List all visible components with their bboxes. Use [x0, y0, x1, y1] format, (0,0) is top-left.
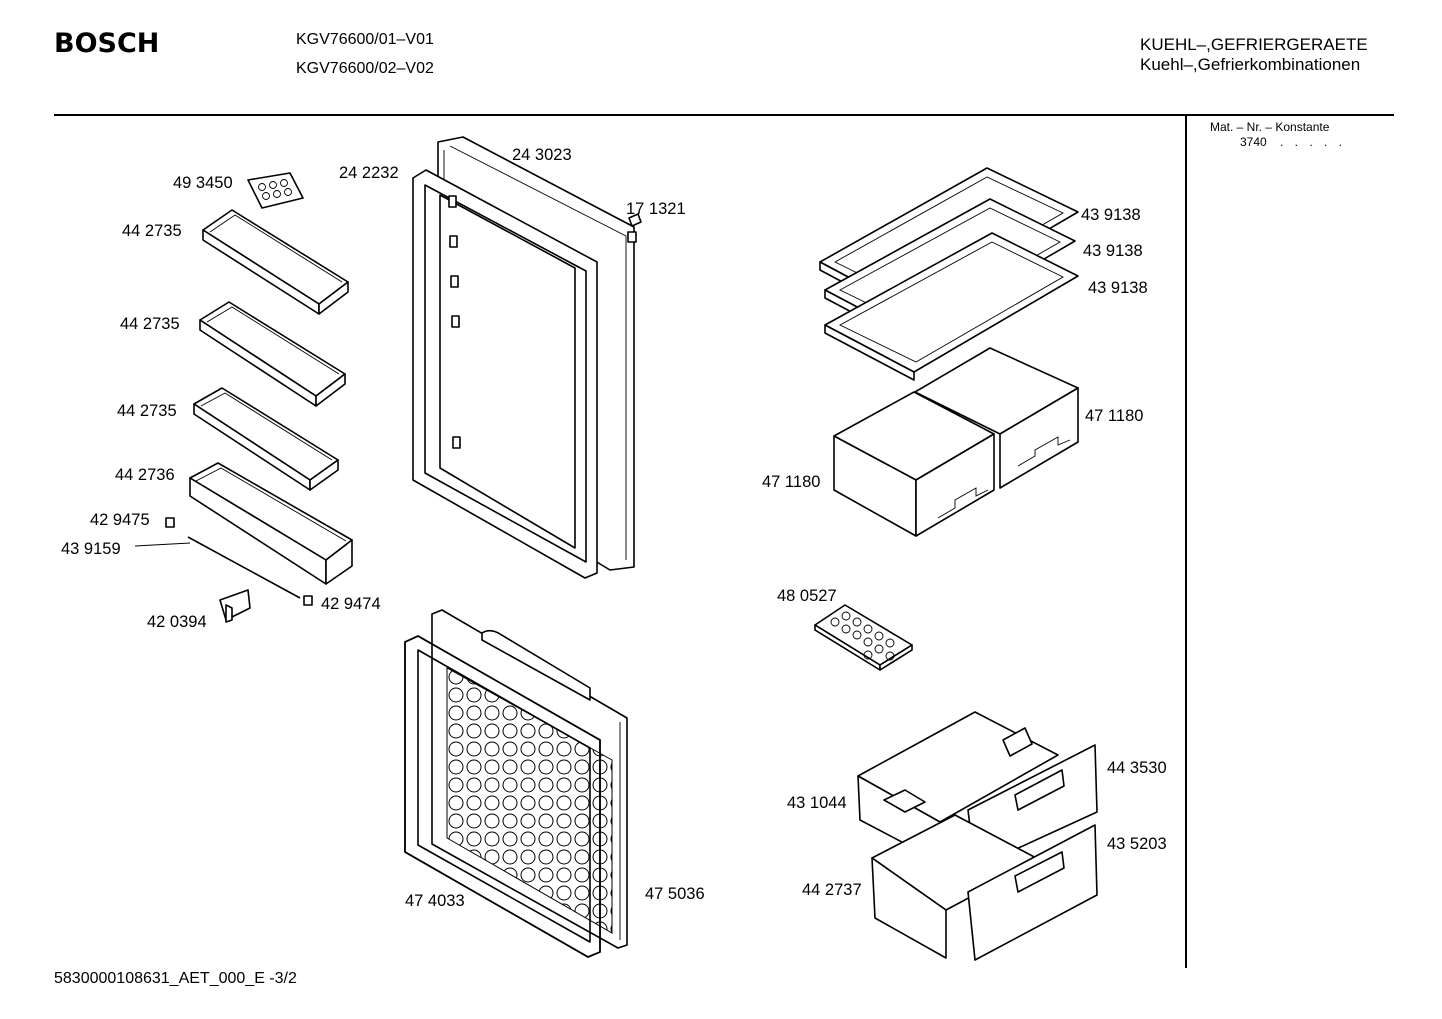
label-door-liner-top: 24 3023	[512, 146, 572, 164]
label-glass-shelf-3: 43 9138	[1088, 279, 1148, 297]
egg-tray	[247, 172, 304, 209]
label-door-shelf-2: 44 2735	[120, 315, 180, 333]
category-subtitle: Kuehl–,Gefrierkombinationen	[1140, 55, 1361, 74]
holder-420394	[219, 589, 251, 623]
label-freezer-drawer-bottom: 44 2737	[802, 881, 862, 899]
freezer-drawer-top	[857, 711, 1059, 863]
label-ice-tray: 48 0527	[777, 587, 837, 605]
door-liner-bottom	[431, 609, 628, 949]
side-panel-rule	[1185, 116, 1187, 968]
label-egg-tray: 49 3450	[173, 174, 233, 192]
door-shelf-4	[189, 462, 353, 585]
brand-logo: BOSCH	[54, 28, 160, 59]
model-number-2: KGV76600/02–V02	[296, 60, 434, 77]
glass-shelf-3	[824, 232, 1079, 381]
mat-nr-label: Mat. – Nr. – Konstante	[1210, 120, 1330, 134]
constant-dots: . . . . .	[1280, 135, 1347, 149]
ice-tray	[814, 604, 913, 671]
door-gasket-bottom	[404, 635, 601, 958]
label-clip-1: 42 9475	[90, 511, 150, 529]
label-door-liner-bottom: 47 5036	[645, 885, 705, 903]
model-number-1: KGV76600/01–V01	[296, 31, 434, 48]
constant-value: 3740	[1240, 135, 1267, 149]
freezer-drawer-bottom	[871, 814, 1041, 959]
label-door-shelf-1: 44 2735	[122, 222, 182, 240]
label-glass-shelf-1: 43 9138	[1081, 206, 1141, 224]
label-door-gasket-top: 24 2232	[339, 164, 399, 182]
label-rod: 43 9159	[61, 540, 121, 558]
clip-429474	[303, 595, 313, 606]
door-gasket-top	[412, 169, 598, 579]
door-shelf-1	[202, 209, 349, 315]
clip-429475	[165, 517, 175, 528]
label-glass-shelf-2: 43 9138	[1083, 242, 1143, 260]
category-title: KUEHL–,GEFRIERGERAETE	[1140, 35, 1368, 54]
label-freezer-drawer-front-bottom: 43 5203	[1107, 835, 1167, 853]
label-crisper-left: 47 1180	[762, 473, 820, 491]
label-hinge-cover: 17 1321	[626, 200, 686, 218]
label-door-shelf-3: 44 2735	[117, 402, 177, 420]
hinge-cover	[628, 213, 642, 227]
crisper-left	[833, 391, 995, 537]
label-crisper-right: 47 1180	[1085, 407, 1143, 425]
freezer-drawer-front-bottom	[967, 824, 1098, 961]
door-shelf-3	[193, 387, 339, 491]
crisper-right	[914, 347, 1079, 489]
label-holder: 42 0394	[147, 613, 207, 631]
label-door-gasket-bottom: 47 4033	[405, 892, 465, 910]
label-door-shelf-4: 44 2736	[115, 466, 175, 484]
header-rule	[54, 114, 1394, 116]
document-id: 5830000108631_AET_000_E -3/2	[54, 970, 297, 987]
label-freezer-drawer-front-top: 44 3530	[1107, 759, 1167, 777]
label-freezer-drawer-top: 43 1044	[787, 794, 847, 812]
rod-439159	[134, 536, 301, 599]
label-clip-2: 42 9474	[321, 595, 381, 613]
door-shelf-2	[199, 301, 346, 407]
